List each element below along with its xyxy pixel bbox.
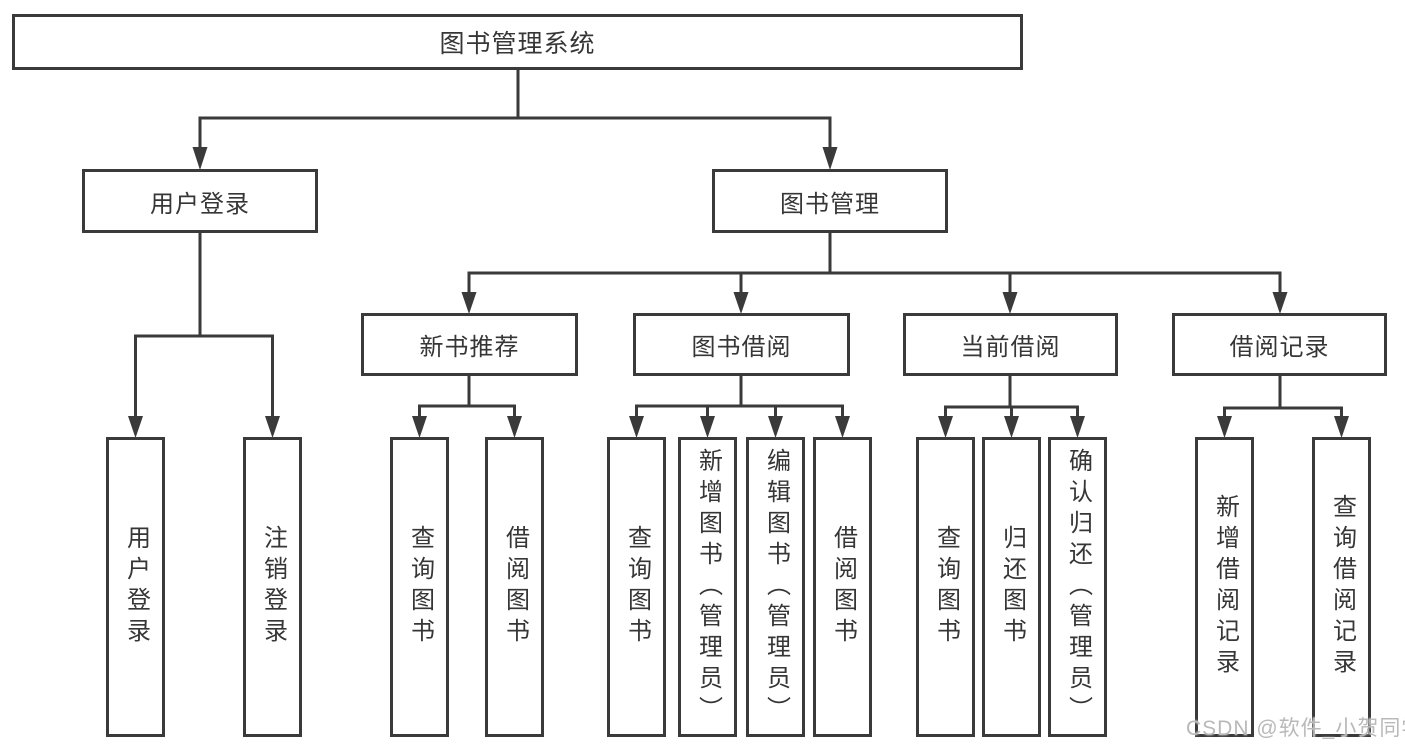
leaf-query-borrow-record: 查询借阅记录 [1312,437,1371,737]
node-borrow-records: 借阅记录 [1172,313,1387,376]
arrowheads [128,147,1349,438]
leaf-logout: 注销登录 [243,437,302,737]
node-book-management: 图书管理 [712,169,948,233]
leaf-edit-book-admin: 编辑图书（管理员） [746,437,805,737]
node-user-login: 用户登录 [82,169,318,233]
leaf-borrow-books-2: 借阅图书 [813,437,872,737]
leaf-add-borrow-record: 新增借阅记录 [1195,437,1254,737]
node-new-book-recommend: 新书推荐 [361,313,578,376]
node-book-borrow: 图书借阅 [633,313,850,376]
leaf-query-books-1: 查询图书 [390,437,449,737]
leaf-user-login: 用户登录 [106,437,165,737]
csdn-watermark: CSDN @软件_小贺同学 [1186,717,1405,740]
leaf-return-book: 归还图书 [982,437,1041,737]
leaf-add-book-admin: 新增图书（管理员） [678,437,737,737]
leaf-confirm-return-admin: 确认归还（管理员） [1048,437,1107,737]
leaf-query-books-3: 查询图书 [916,437,975,737]
node-library-system: 图书管理系统 [12,14,1023,70]
leaf-query-books-2: 查询图书 [607,437,666,737]
leaf-borrow-books-1: 借阅图书 [485,437,544,737]
node-current-borrow: 当前借阅 [903,313,1118,376]
